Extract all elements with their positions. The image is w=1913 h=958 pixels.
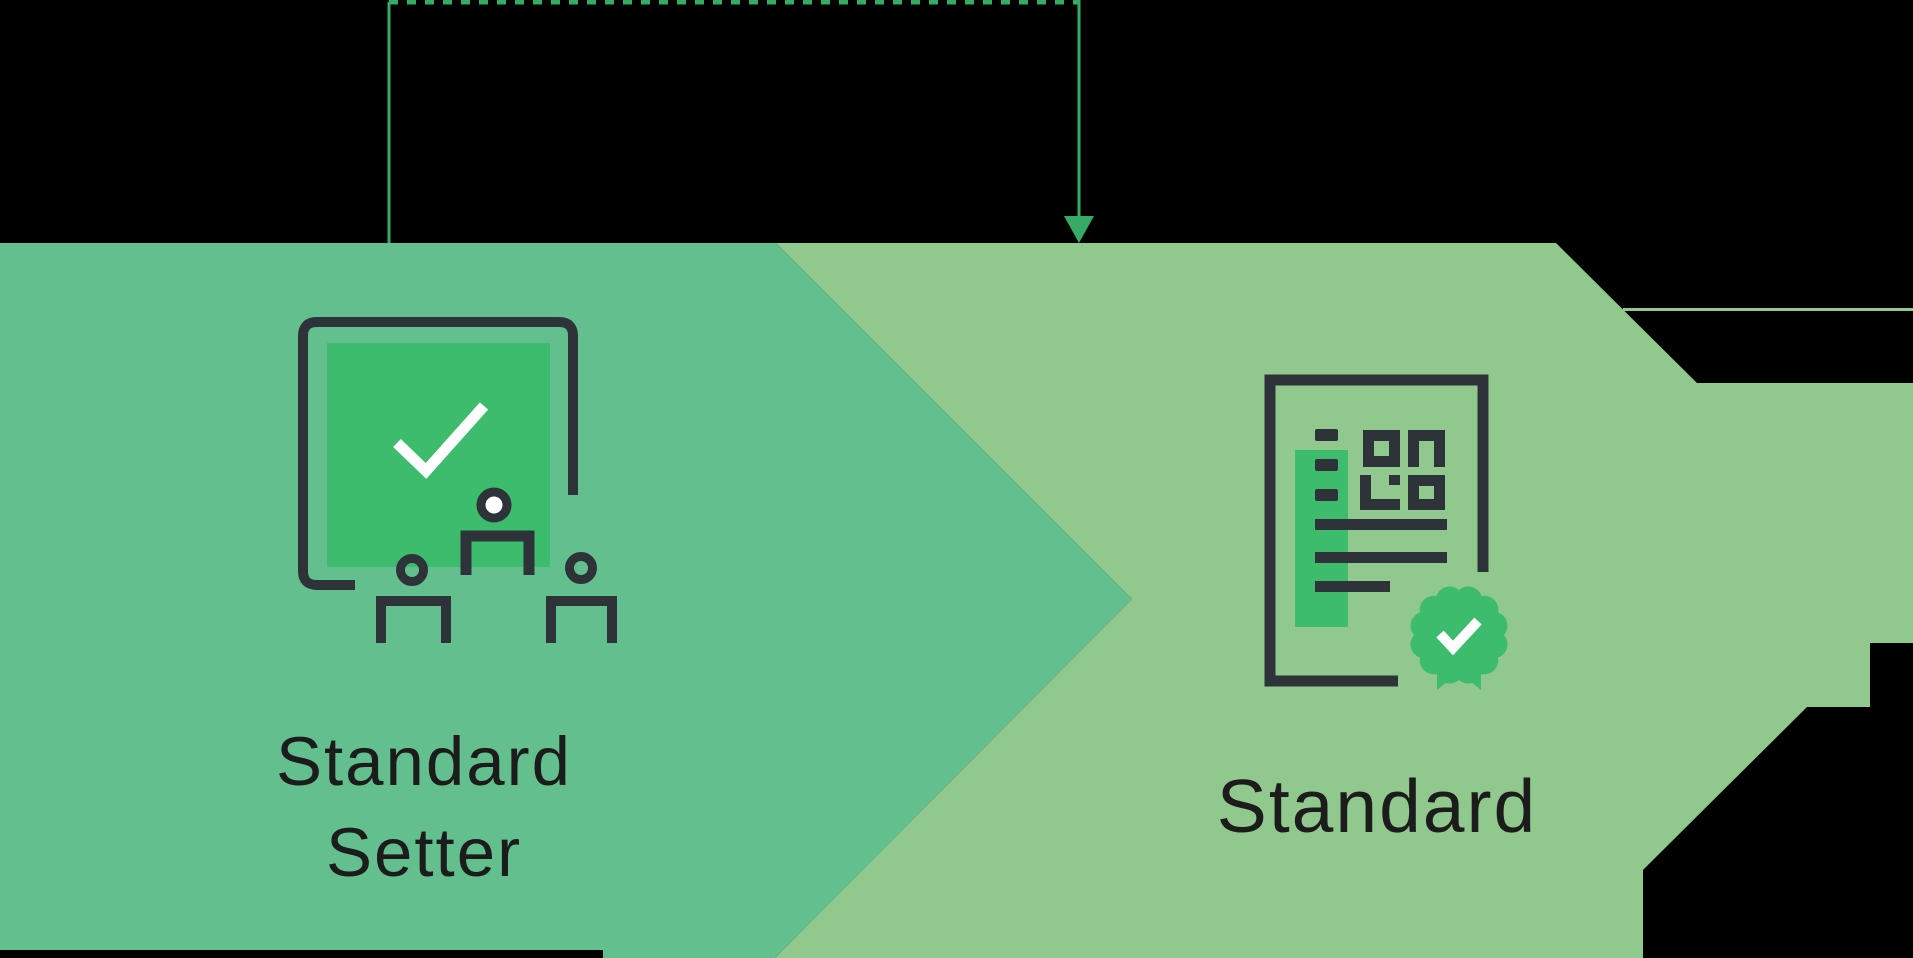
badge-check-icon [1436, 617, 1482, 656]
document-outline [1264, 374, 1489, 687]
doc-dash [1315, 489, 1338, 501]
bottom-crop-strip [0, 950, 603, 958]
doc-dash [1315, 429, 1338, 441]
step-label-standard-setter: Standard Setter [275, 723, 573, 891]
step-label-standard: Standard [1216, 764, 1538, 848]
person-left-head [396, 554, 428, 586]
qr-code-icon [1360, 430, 1445, 510]
doc-dash [1315, 459, 1338, 471]
doc-text-line [1315, 581, 1390, 592]
person-middle-shoulders [460, 530, 535, 575]
document-green-strip [1295, 450, 1348, 627]
board-check-icon [393, 402, 489, 479]
person-right-shoulders [546, 596, 617, 643]
connector-arrowhead-icon [1064, 216, 1094, 243]
certified-badge-icon [1410, 586, 1508, 690]
doc-text-line [1315, 519, 1447, 530]
certified-document-qr-badge-icon [1264, 374, 1508, 690]
person-right-head [565, 552, 597, 584]
person-left-shoulders [376, 596, 451, 643]
presentation-board-check-people-icon [298, 317, 617, 643]
person-middle-head [476, 487, 512, 523]
doc-text-line [1315, 552, 1447, 563]
edge-line-fragment [1623, 308, 1913, 311]
board-outline [298, 317, 578, 590]
